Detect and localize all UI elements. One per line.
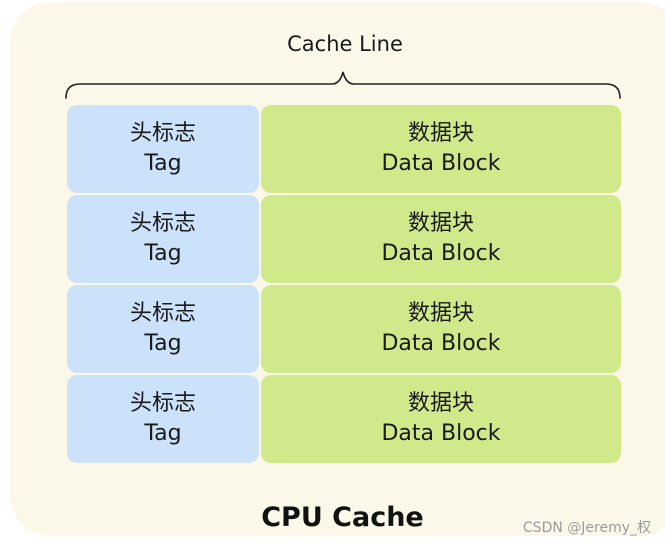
tag-label-zh: 头标志 [129,391,196,416]
data-block-label-zh: 数据块 [407,211,474,236]
tag-label-en: Tag [144,421,182,446]
data-block-cell-2: 数据块 Data Block [261,195,621,283]
tag-label-zh: 头标志 [129,211,196,236]
tag-label-zh: 头标志 [129,301,196,326]
data-block-label-zh: 数据块 [407,121,474,146]
data-block-label-en: Data Block [381,241,501,266]
cache-line-label: Cache Line [287,32,403,56]
data-block-cell-4: 数据块 Data Block [261,375,621,463]
data-block-label-en: Data Block [381,421,501,446]
csdn-watermark: CSDN @Jeremy_权 [522,520,651,536]
tag-cell-2: 头标志 Tag [67,195,259,283]
tag-cell-1: 头标志 Tag [67,105,259,193]
data-block-cell-1: 数据块 Data Block [261,105,621,193]
data-block-label-en: Data Block [381,331,501,356]
data-block-label-zh: 数据块 [407,391,474,416]
tag-cell-4: 头标志 Tag [67,375,259,463]
tag-label-zh: 头标志 [129,121,196,146]
tag-cell-3: 头标志 Tag [67,285,259,373]
data-block-label-en: Data Block [381,151,501,176]
tag-label-en: Tag [144,151,182,176]
cpu-cache-title: CPU Cache [261,502,424,533]
tag-label-en: Tag [144,241,182,266]
cache-line-brace [65,71,621,99]
tag-label-en: Tag [144,331,182,356]
data-block-cell-3: 数据块 Data Block [261,285,621,373]
data-block-label-zh: 数据块 [407,301,474,326]
